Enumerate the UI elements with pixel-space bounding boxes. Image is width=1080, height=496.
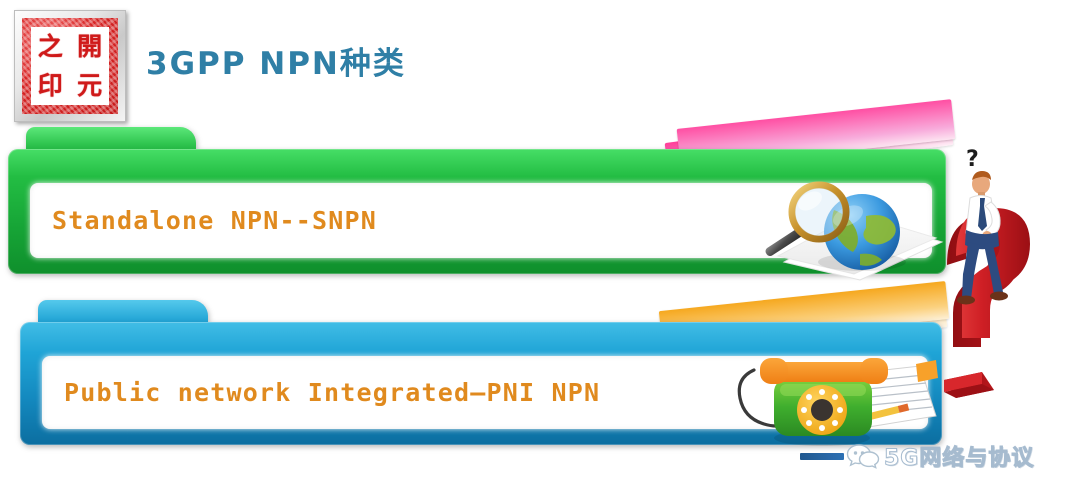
- seal-inner: 之 開 印 元: [30, 26, 110, 106]
- folder-label-standalone: Standalone NPN--SNPN: [52, 206, 378, 235]
- thinking-businessman: ?: [957, 147, 1008, 305]
- page-title: 3GPP NPN种类: [146, 46, 406, 82]
- seal-char-3: 印: [37, 71, 63, 101]
- seal-stamp-icon: 之 開 印 元: [22, 18, 118, 114]
- seal-char-2: 開: [77, 31, 103, 61]
- seal-char-1: 之: [37, 31, 63, 61]
- globe-magnifier-icon: [765, 181, 944, 281]
- watermark-bar: [800, 452, 844, 460]
- folder-label-pni: Public network Integrated—PNI NPN: [64, 378, 601, 407]
- red-question-mark: ?: [944, 147, 1030, 398]
- folder-tab: [38, 300, 208, 326]
- folder-tab: [26, 127, 196, 153]
- watermark: 5G网络与协议: [800, 438, 1070, 474]
- kaiyuan-seal-logo: 之 開 印 元: [14, 10, 126, 122]
- seal-char-4: 元: [77, 71, 103, 101]
- watermark-text: 5G网络与协议: [883, 446, 1035, 472]
- wechat-bubble-icon: [846, 444, 880, 469]
- rotary-telephone-icon: [737, 358, 938, 446]
- svg-text:?: ?: [966, 147, 979, 172]
